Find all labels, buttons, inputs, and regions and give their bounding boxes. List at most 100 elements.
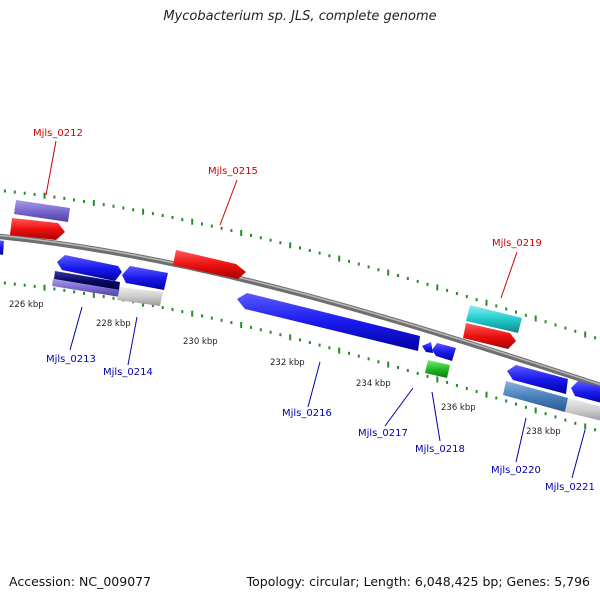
gene-arrow-mjls-0221-b xyxy=(565,398,600,421)
scale-label-234: 234 kbp xyxy=(356,379,391,389)
gene-label-mjls-0216[interactable]: Mjls_0216 xyxy=(282,408,332,419)
gene-label-mjls-0218[interactable]: Mjls_0218 xyxy=(415,444,465,455)
lower-track-tick-22 xyxy=(210,316,213,320)
lower-track-tick-18 xyxy=(171,308,174,311)
upper-track-tick-11 xyxy=(102,203,105,207)
gene-arrow-mjls-0212[interactable] xyxy=(10,218,65,240)
lower-track-tick-26 xyxy=(250,325,252,329)
upper-track-tick-26 xyxy=(250,233,252,237)
upper-track-tick-50 xyxy=(485,299,488,306)
gene-arrow-mjls-0216[interactable] xyxy=(237,293,420,351)
lower-track-tick-20 xyxy=(191,310,194,317)
lower-track-tick-38 xyxy=(367,357,370,361)
lower-track-tick-9 xyxy=(83,291,85,295)
lower-track-tick-43 xyxy=(416,371,419,375)
lower-track-tick-61 xyxy=(594,428,597,432)
lower-track-tick-59 xyxy=(574,421,577,425)
gene-label-mjls-0213[interactable]: Mjls_0213 xyxy=(46,354,96,365)
gene-labels: Mjls_0212 Mjls_0215 Mjls_0219 Mjls_0213 … xyxy=(33,128,595,493)
gene-arrow-mjls-0220[interactable] xyxy=(507,365,568,394)
genome-summary-text: Topology: circular; Length: 6,048,425 bp… xyxy=(246,574,590,589)
lower-track-tick-11 xyxy=(102,295,105,299)
upper-track-tick-21 xyxy=(201,222,203,226)
upper-track-tick-44 xyxy=(426,282,429,286)
lower-track-tick-25 xyxy=(240,322,243,328)
gene-arrow-mjls-0219-cyan xyxy=(466,305,522,333)
upper-track-tick-15 xyxy=(142,208,145,215)
upper-track-tick-8 xyxy=(73,198,76,202)
gene-arrow-mjls-0214[interactable] xyxy=(122,266,168,290)
upper-track-tick-61 xyxy=(594,336,597,340)
lower-track-tick-34 xyxy=(328,346,331,350)
upper-track-tick-31 xyxy=(299,246,301,250)
upper-track-tick-13 xyxy=(122,206,125,210)
upper-track-tick-6 xyxy=(53,195,56,199)
lower-track-tick-39 xyxy=(377,360,380,364)
scale-label-238: 238 kbp xyxy=(526,427,561,437)
upper-track-tick-12 xyxy=(112,204,115,208)
gene-arrow-mjls-0221[interactable] xyxy=(571,381,600,404)
upper-track-tick-25 xyxy=(240,230,243,236)
gene-label-mjls-0215[interactable]: Mjls_0215 xyxy=(208,166,258,177)
upper-track-tick-1 xyxy=(3,189,6,193)
lower-track-tick-32 xyxy=(308,341,311,344)
gene-arrow-mjls-0213[interactable] xyxy=(57,255,122,281)
upper-track-tick-33 xyxy=(318,251,321,255)
scale-label-232: 232 kbp xyxy=(270,358,305,368)
upper-track-tick-38 xyxy=(367,265,370,269)
accession-text: Accession: NC_009077 xyxy=(9,574,152,589)
upper-track-tick-37 xyxy=(357,262,360,266)
lower-track-tick-10 xyxy=(92,291,95,298)
upper-track-tick-14 xyxy=(132,208,135,212)
map-title: Mycobacterium sp. JLS, complete genome xyxy=(163,9,437,24)
gene-arrow-mjls-0213-b xyxy=(54,271,120,290)
upper-track-tick-23 xyxy=(220,226,223,230)
lower-track-tick-15 xyxy=(142,300,145,307)
lower-track-tick-54 xyxy=(524,405,527,409)
lower-track-tick-56 xyxy=(544,412,547,416)
scale-label-236: 236 kbp xyxy=(441,403,476,413)
upper-track-tick-57 xyxy=(554,323,557,327)
upper-track-tick-47 xyxy=(455,292,458,295)
gene-label-mjls-0217[interactable]: Mjls_0217 xyxy=(358,428,408,439)
upper-track-tick-34 xyxy=(328,254,331,258)
gene-label-mjls-0221[interactable]: Mjls_0221 xyxy=(545,482,595,493)
gene-label-mjls-0212[interactable]: Mjls_0212 xyxy=(33,128,83,139)
lower-track-tick-28 xyxy=(269,330,272,334)
lower-track-tick-33 xyxy=(318,343,321,347)
lower-track-tick-55 xyxy=(534,407,537,414)
lower-track-tick-41 xyxy=(397,366,399,369)
gene-label-mjls-0219[interactable]: Mjls_0219 xyxy=(492,238,542,249)
upper-track-tick-49 xyxy=(475,298,478,302)
gene-arrow-left-edge xyxy=(0,240,4,255)
gene-arrow-mjls-0215[interactable] xyxy=(173,250,246,279)
lower-track-tick-45 xyxy=(436,376,439,383)
lower-track-tick-42 xyxy=(406,369,409,372)
upper-track-tick-29 xyxy=(279,241,282,245)
upper-track-tick-17 xyxy=(161,214,164,217)
gene-arrow-mjls-0217[interactable] xyxy=(422,342,433,353)
lower-track-tick-5 xyxy=(43,284,46,291)
gene-arrow-mjls-0214-b xyxy=(117,287,163,306)
gene-label-mjls-0220[interactable]: Mjls_0220 xyxy=(491,465,541,476)
lower-track-tick-37 xyxy=(357,354,360,358)
lower-track-tick-35 xyxy=(338,347,341,354)
genome-backbone xyxy=(0,233,600,389)
upper-track-tick-58 xyxy=(564,326,567,330)
lower-track-tick-17 xyxy=(161,306,164,309)
upper-track-tick-36 xyxy=(348,259,350,263)
lower-track-tick-2 xyxy=(13,282,16,286)
upper-track-tick-45 xyxy=(436,284,439,291)
gene-arrow-mjls-0219[interactable] xyxy=(463,323,516,349)
gene-arrow-mjls-0213-c xyxy=(52,279,121,297)
gene-label-mjls-0214[interactable]: Mjls_0214 xyxy=(103,367,153,378)
upper-track-tick-28 xyxy=(269,238,272,242)
lower-track-tick-19 xyxy=(181,310,184,314)
lower-track-tick-30 xyxy=(289,334,292,341)
lower-track-tick-3 xyxy=(23,283,26,287)
upper-track-tick-2 xyxy=(13,190,16,194)
lower-track-tick-27 xyxy=(259,328,262,332)
upper-track-tick-4 xyxy=(33,192,36,196)
gene-arrow-mjls-0218[interactable] xyxy=(425,360,450,378)
